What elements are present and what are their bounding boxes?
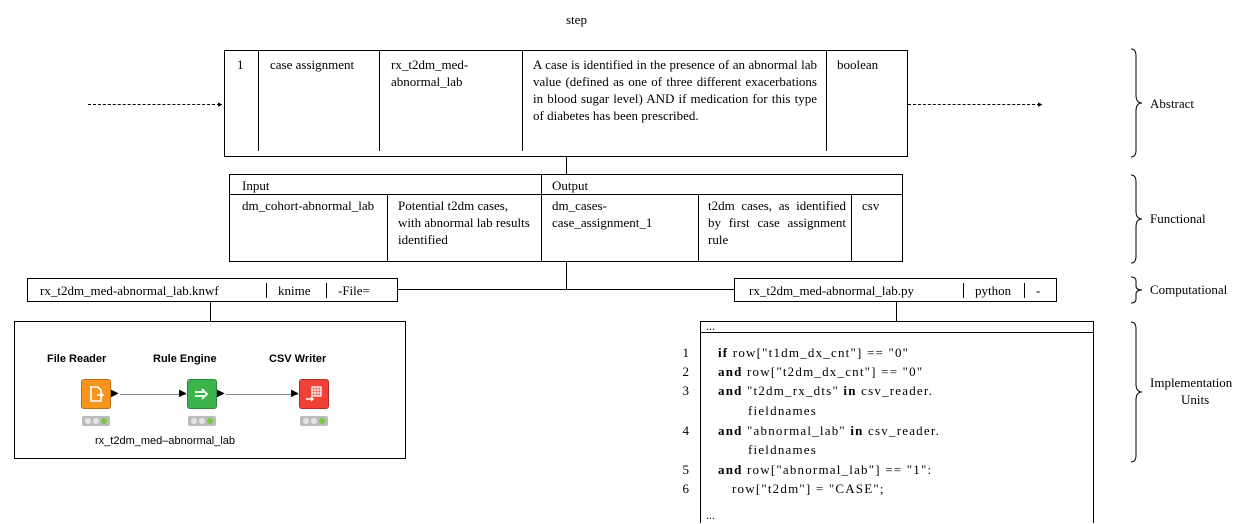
file-reader-label: File Reader [47, 353, 107, 365]
step-name: case assignment [270, 57, 355, 72]
layer-label-functional: Functional [1150, 211, 1206, 226]
outgoing-arrowhead-icon: ▸ [1038, 99, 1043, 109]
computational-horizontal-connector [398, 289, 734, 290]
line-number: 1 [682, 345, 690, 360]
python-implementation-connector [896, 302, 897, 321]
implementation-brace-icon [1130, 321, 1143, 463]
file-reader-out-port-icon: ▶ [111, 388, 119, 399]
rule-engine-label: Rule Engine [153, 353, 217, 365]
line-number: 6 [682, 481, 690, 496]
csv-writer-node[interactable] [299, 379, 329, 409]
csv-writer-status-icon [300, 416, 328, 426]
code-right-border [1093, 321, 1094, 523]
knime-file: rx_t2dm_med-abnormal_lab.knwf [40, 283, 219, 298]
knime-arg: -File= [338, 283, 370, 298]
functional-io-box: Input Output dm_cohort-abnormal_lab Pote… [229, 174, 903, 262]
line-number: 2 [682, 364, 690, 379]
file-reader-node[interactable] [81, 379, 111, 409]
code-left-border [700, 321, 701, 523]
rule-to-writer-edge [226, 394, 298, 395]
code-line: and "abnormal_lab" in csv_reader. [718, 423, 941, 438]
code-line: fieldnames [748, 403, 818, 418]
workflow-name: rx_t2dm_med–abnormal_lab [95, 435, 236, 447]
layer-label-computational: Computational [1150, 282, 1228, 297]
knime-tool: knime [278, 283, 311, 298]
reader-to-rule-edge [120, 394, 186, 395]
rule-engine-node[interactable] [187, 379, 217, 409]
code-line: and row["abnormal_lab"] == "1": [718, 462, 933, 477]
incoming-dashed-arrow [88, 104, 220, 105]
csv-writer-in-port-icon: ▶ [291, 388, 299, 399]
functional-computational-connector [566, 262, 567, 289]
code-top-border [700, 321, 1094, 322]
python-tool: python [975, 283, 1012, 298]
rule-engine-status-icon [188, 416, 216, 426]
output-format: csv [862, 198, 880, 213]
code-line: fieldnames [748, 442, 818, 457]
code-line: and "t2dm_rx_dts" in csv_reader. [718, 383, 934, 398]
abstract-functional-connector [566, 157, 567, 174]
input-description: Potential t2dm cases, with abnormal lab … [398, 198, 530, 247]
line-number: 5 [682, 462, 690, 477]
output-header: Output [552, 178, 589, 193]
python-arg: - [1036, 283, 1041, 298]
python-file: rx_t2dm_med-abnormal_lab.py [749, 283, 914, 298]
step-label: step [566, 12, 587, 27]
computational-brace-icon [1130, 276, 1143, 304]
code-top-rule [700, 332, 1094, 333]
input-name: dm_cohort-abnormal_lab [242, 198, 375, 213]
outgoing-dashed-arrow [908, 104, 1040, 105]
rule-engine-out-port-icon: ▶ [217, 388, 225, 399]
rule-engine-icon [195, 388, 209, 400]
code-line: row["t2dm"] = "CASE"; [732, 481, 885, 496]
code-line: and row["t2dm_dx_cnt"] == "0" [718, 364, 924, 379]
line-number: 4 [682, 423, 690, 438]
code-ellipsis-bottom: ... [706, 508, 715, 522]
layer-label-implementation: Implementation [1150, 375, 1233, 390]
line-number: 3 [682, 383, 690, 398]
layer-label-abstract: Abstract [1150, 96, 1195, 111]
code-ellipsis-top: ... [706, 319, 715, 333]
step-description: A case is identified in the presence of … [533, 57, 817, 123]
knime-implementation-connector [210, 302, 211, 321]
csv-writer-label: CSV Writer [269, 353, 327, 365]
abstract-brace-icon [1130, 48, 1143, 158]
file-reader-status-icon [82, 416, 110, 426]
file-reader-icon [90, 386, 105, 402]
code-line: if row["t1dm_dx_cnt"] == "0" [718, 345, 910, 360]
functional-brace-icon [1130, 174, 1143, 264]
step-id: rx_t2dm_med-abnormal_lab [391, 57, 469, 89]
rule-engine-in-port-icon: ▶ [179, 388, 187, 399]
abstract-step-box: 1 case assignment rx_t2dm_med-abnormal_l… [224, 50, 908, 157]
step-number: 1 [237, 57, 244, 72]
output-name: dm_cases-case_assignment_1 [552, 198, 653, 230]
layer-label-units: Units [1181, 392, 1210, 407]
knime-workflow-panel: File Reader Rule Engine CSV Writer ▶ ▶ ▶… [14, 321, 406, 459]
computational-python-box: rx_t2dm_med-abnormal_lab.py python - [734, 278, 1057, 302]
step-type: boolean [837, 57, 879, 72]
csv-writer-icon [306, 386, 322, 402]
computational-knime-box: rx_t2dm_med-abnormal_lab.knwf knime -Fil… [27, 278, 398, 302]
incoming-arrowhead-icon: ▸ [218, 99, 223, 109]
output-description: t2dm cases, as identified by first case … [708, 198, 846, 247]
input-header: Input [242, 178, 270, 193]
